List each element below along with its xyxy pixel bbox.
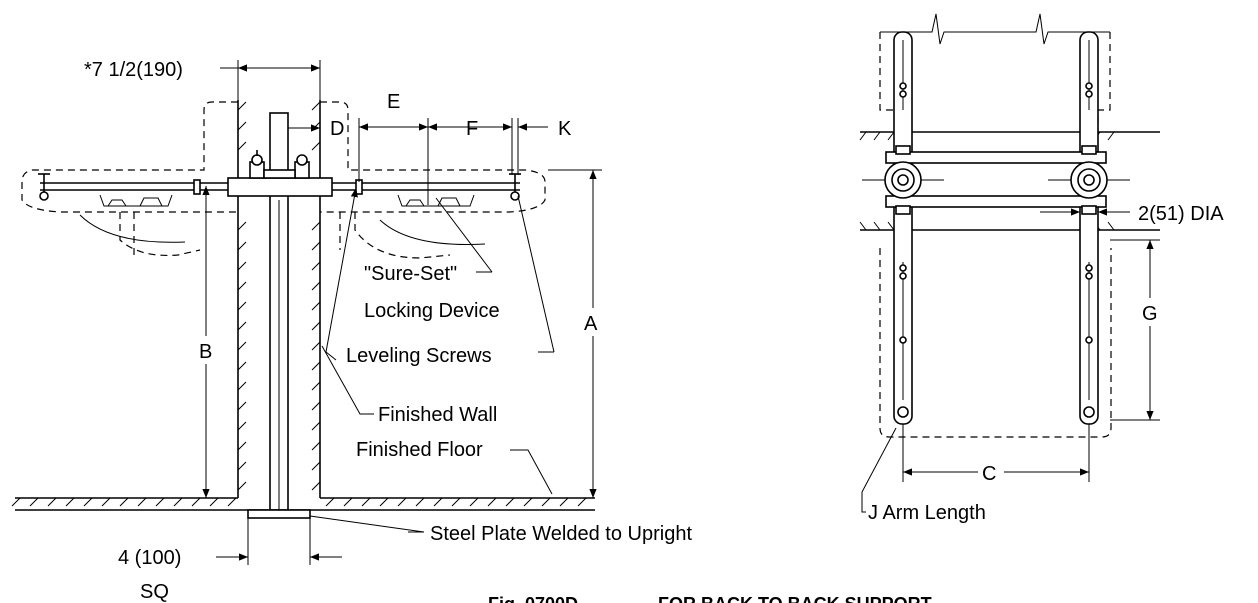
dimension-d-label: D xyxy=(330,118,344,140)
sure-set-label-line2: Locking Device xyxy=(364,300,500,322)
locking-device-left xyxy=(193,179,201,195)
dimension-c: C xyxy=(902,424,1090,485)
finished-wall-label: Finished Wall xyxy=(378,404,497,426)
callout-sure-set: "Sure-Set" Locking Device xyxy=(364,197,500,322)
dimension-b-label: B xyxy=(199,341,212,363)
upright-post xyxy=(247,112,311,519)
callout-leveling-screws: Leveling Screws xyxy=(325,187,555,367)
dimension-a: A xyxy=(548,169,608,498)
lavatory-outline-right xyxy=(320,101,546,259)
upright-left xyxy=(893,31,913,425)
sure-set-label-line1: "Sure-Set" xyxy=(364,263,457,285)
pipe-fitting-left xyxy=(862,145,944,215)
finished-floor-line xyxy=(11,497,595,511)
finished-wall-left xyxy=(237,100,247,498)
cross-tie-lower xyxy=(885,195,1107,208)
dimension-g-label: G xyxy=(1142,303,1158,325)
dimension-d: D xyxy=(287,118,344,140)
pipe-dia-label: 2(51) DIA xyxy=(1138,203,1224,225)
cross-tie-upper xyxy=(885,151,1107,164)
figure-caption: Fig. 0700D FOR BACK TO BACK SUPPORT xyxy=(488,594,932,603)
break-line xyxy=(880,13,1110,45)
figure-number: Fig. 0700D xyxy=(488,594,578,603)
dimension-k-label: K xyxy=(558,118,572,140)
arm-length-label: J Arm Length xyxy=(868,502,986,524)
wall-width-label: *7 1/2(190) xyxy=(84,59,183,81)
dimension-e-f-k: E F K xyxy=(358,91,572,205)
leveling-screw-left xyxy=(38,173,50,201)
figure-title: FOR BACK TO BACK SUPPORT xyxy=(658,594,932,603)
dimension-wall-width: *7 1/2(190) xyxy=(84,59,321,100)
leveling-screw-right xyxy=(509,173,521,201)
dimension-pipe-dia: 2(51) DIA xyxy=(1040,203,1224,225)
callout-steel-plate: Steel Plate Welded to Upright xyxy=(309,515,692,545)
locking-device-right xyxy=(355,179,363,195)
dimension-e-label: E xyxy=(387,91,400,113)
dimension-c-label: C xyxy=(982,463,996,485)
steel-plate-label: Steel Plate Welded to Upright xyxy=(430,523,692,545)
upright-right xyxy=(1079,31,1099,425)
dimension-g: G xyxy=(1110,239,1164,421)
dimension-f-label: F xyxy=(466,118,478,140)
finished-floor-label: Finished Floor xyxy=(356,439,483,461)
wall-outline xyxy=(879,32,1112,438)
callout-arm-length: J Arm Length xyxy=(861,427,986,524)
basin-right xyxy=(379,194,486,245)
front-elevation-view: 2(51) DIA G C J Arm Length xyxy=(859,13,1224,524)
basin-left xyxy=(79,194,186,243)
lavatory-outline-left xyxy=(21,101,238,257)
dimension-b: B xyxy=(195,186,219,498)
support-arm xyxy=(40,150,520,197)
callout-finished-floor: Finished Floor xyxy=(356,439,553,495)
callout-finished-wall: Finished Wall xyxy=(321,345,497,426)
dimension-a-label: A xyxy=(584,313,598,335)
plate-size-label-line2: SQ xyxy=(140,581,169,603)
left-side-view: *7 1/2(190) D E F K A xyxy=(11,59,692,603)
pipe-fitting-right xyxy=(1048,145,1130,215)
leveling-screws-label: Leveling Screws xyxy=(346,345,492,367)
finished-wall-right xyxy=(311,100,321,498)
plate-size-label-line1: 4 (100) xyxy=(118,547,181,569)
dimension-plate-size: 4 (100) SQ xyxy=(118,518,342,603)
